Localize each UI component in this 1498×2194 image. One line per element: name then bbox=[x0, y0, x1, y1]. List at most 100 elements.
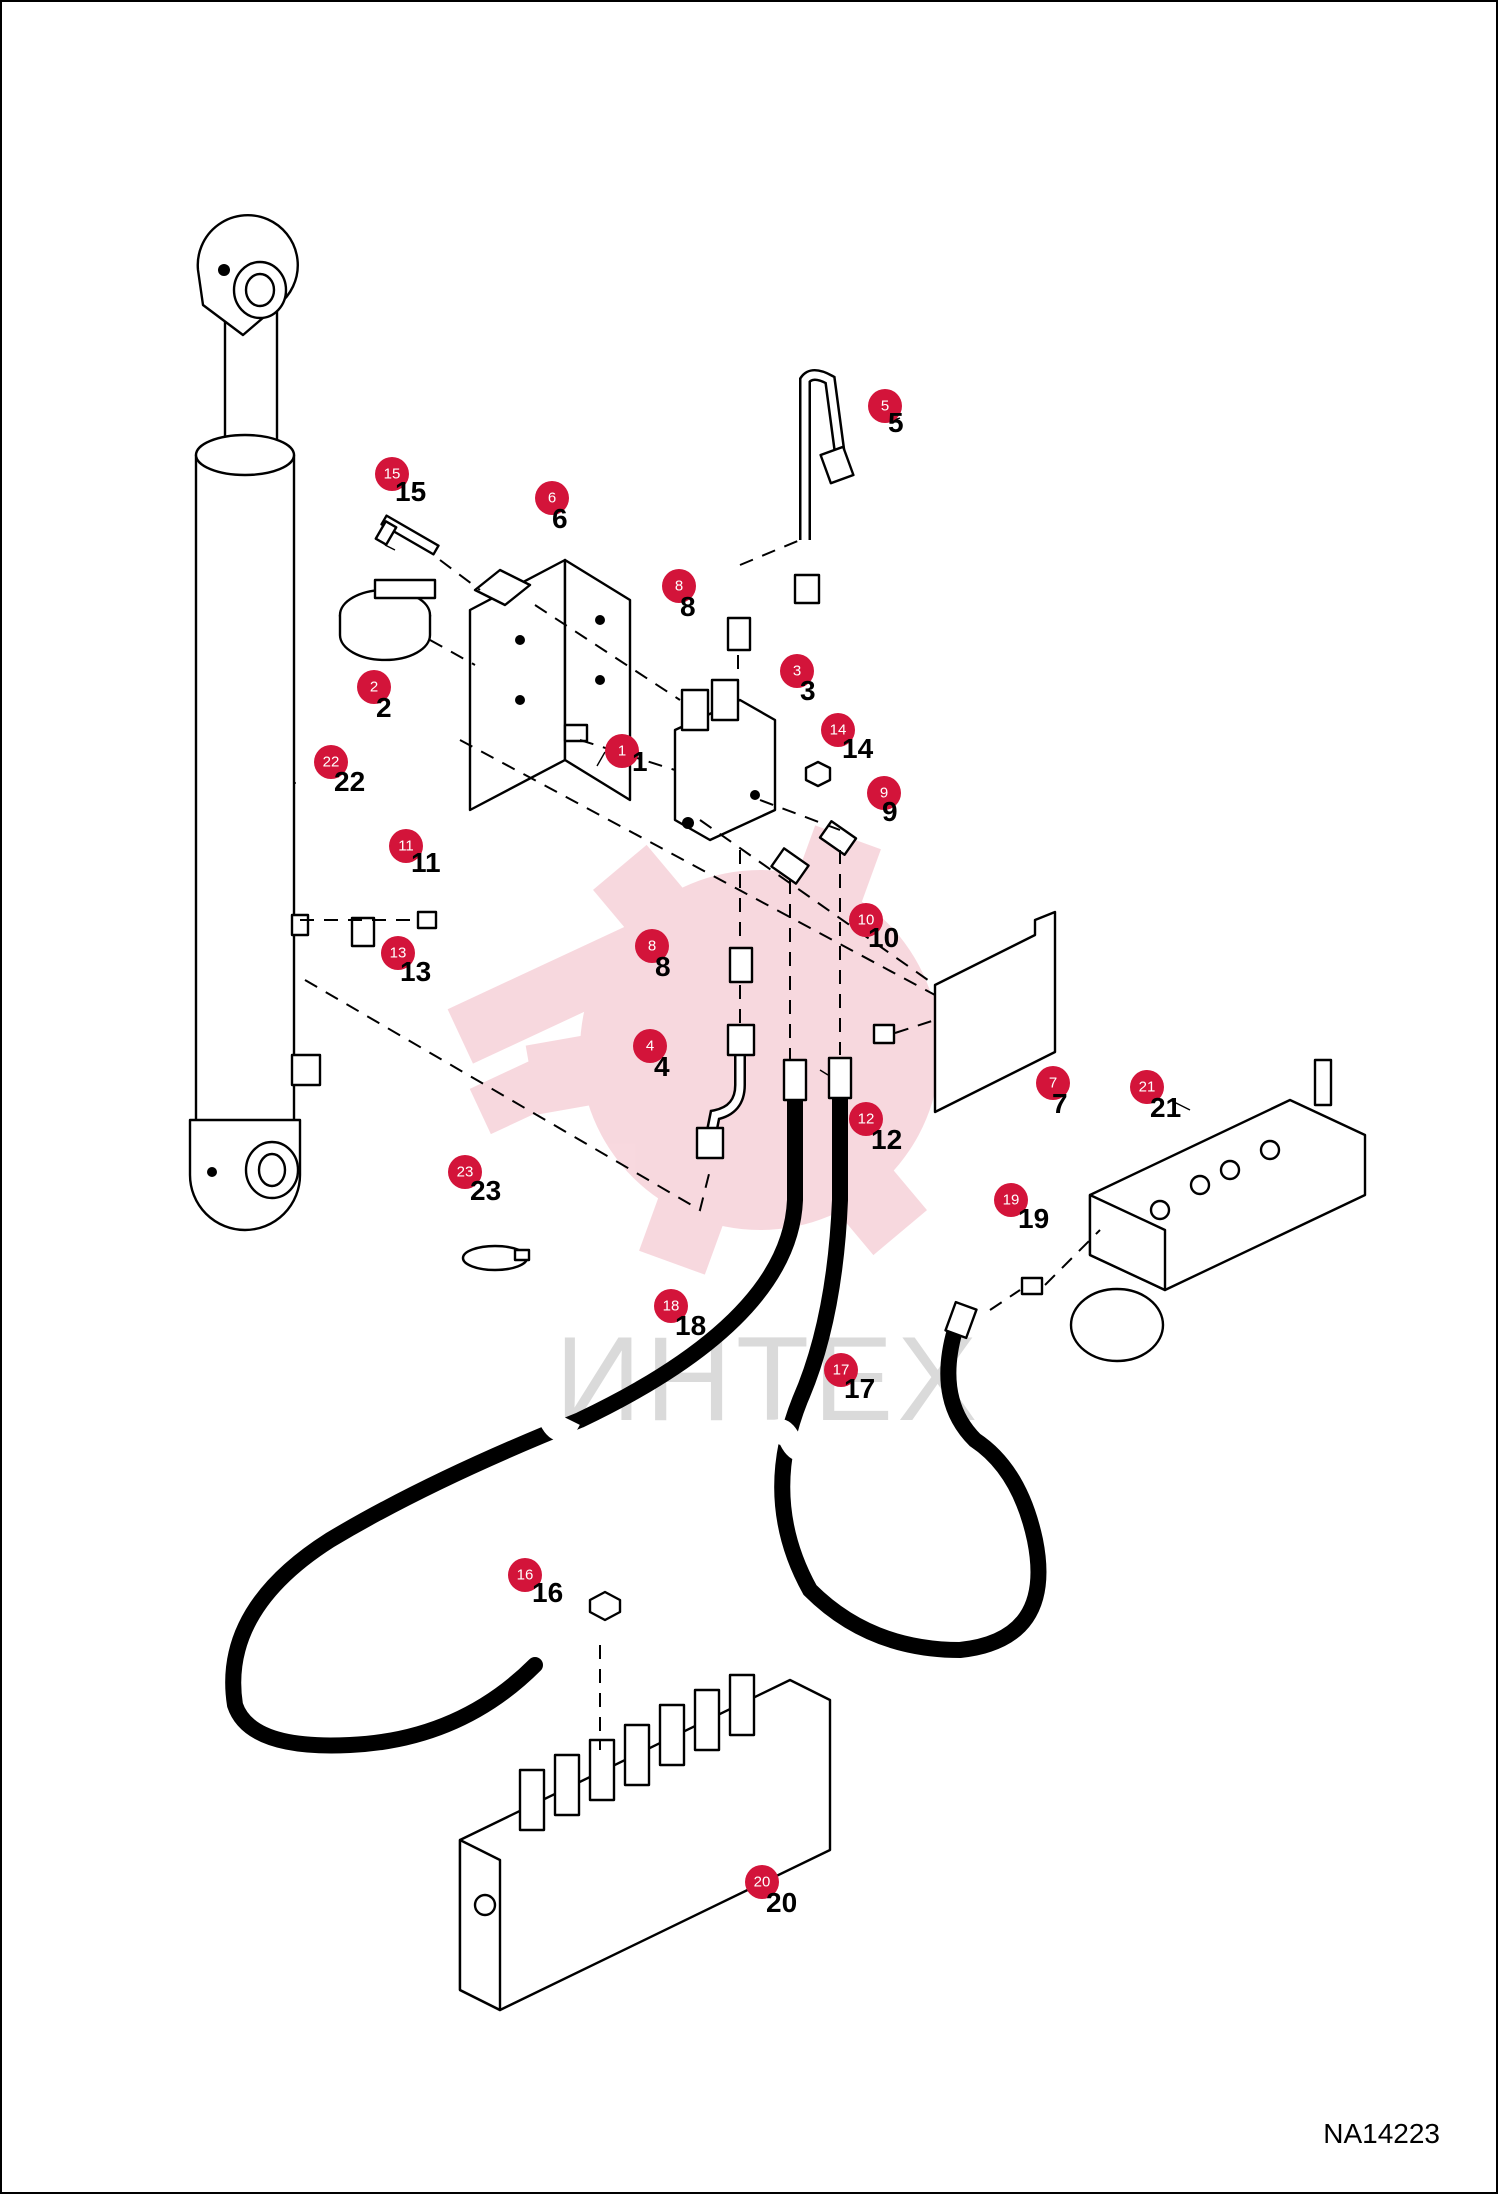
part-number-label-2: 2 bbox=[376, 692, 392, 723]
mounting-bracket bbox=[468, 558, 632, 812]
callout-circle-icon bbox=[535, 481, 569, 515]
bolt bbox=[374, 514, 440, 556]
callout-badge-2[interactable]: 2 bbox=[357, 670, 391, 704]
callout-badge-number: 19 bbox=[1003, 1192, 1020, 1209]
callout-circle-icon bbox=[633, 1029, 667, 1063]
callout-circle-icon bbox=[508, 1558, 542, 1592]
part-number-label-10: 10 bbox=[868, 922, 899, 953]
part-number-label-23: 23 bbox=[470, 1175, 501, 1206]
part-number-label-6: 6 bbox=[552, 503, 568, 534]
part-number-label-4: 4 bbox=[654, 1051, 670, 1082]
callout-badge-21[interactable]: 21 bbox=[1130, 1070, 1164, 1104]
callout-circle-icon bbox=[745, 1865, 779, 1899]
part-number-label-21: 21 bbox=[1150, 1092, 1181, 1123]
callout-badge-8[interactable]: 8 bbox=[635, 929, 669, 963]
callout-circle-icon bbox=[381, 936, 415, 970]
callout-circle-icon bbox=[1036, 1066, 1070, 1100]
watermark-text: ИНТЕХ bbox=[555, 1312, 981, 1446]
callout-circle-icon bbox=[375, 457, 409, 491]
callout-badge-15[interactable]: 15 bbox=[375, 457, 409, 491]
callout-circle-icon bbox=[867, 776, 901, 810]
callout-circle-icon bbox=[314, 745, 348, 779]
callout-badge-3[interactable]: 3 bbox=[780, 654, 814, 688]
callout-badge-11[interactable]: 11 bbox=[389, 829, 423, 863]
callout-badge-number: 2 bbox=[370, 679, 378, 696]
callout-badge-19[interactable]: 19 bbox=[994, 1183, 1028, 1217]
elbow-fitting-10 bbox=[770, 847, 810, 885]
callout-badge-number: 8 bbox=[675, 578, 683, 595]
part-number-label-18: 18 bbox=[675, 1310, 706, 1341]
fitting-13 bbox=[350, 916, 376, 948]
part-number-label-11: 11 bbox=[411, 847, 441, 878]
leader-lines bbox=[294, 417, 1191, 1111]
callout-badge-10[interactable]: 10 bbox=[849, 903, 883, 937]
callout-circle-icon bbox=[635, 929, 669, 963]
part-number-label-14: 14 bbox=[842, 733, 874, 764]
callout-badge-number: 16 bbox=[517, 1567, 534, 1584]
cover-plate bbox=[872, 910, 1057, 1114]
callout-badge-23[interactable]: 23 bbox=[448, 1155, 482, 1189]
fitting-8-lower bbox=[728, 946, 754, 984]
callout-circle-icon bbox=[389, 829, 423, 863]
callout-circle-icon bbox=[849, 903, 883, 937]
callout-badge-14[interactable]: 14 bbox=[821, 713, 855, 747]
pipe-4 bbox=[695, 1023, 756, 1160]
callout-badge-number: 3 bbox=[793, 663, 801, 680]
callout-circle-icon bbox=[824, 1353, 858, 1387]
part-number-label-20: 20 bbox=[766, 1887, 797, 1918]
control-valve-20 bbox=[458, 1590, 832, 2012]
callout-circle-icon bbox=[662, 569, 696, 603]
part-number-label-22: 22 bbox=[334, 766, 365, 797]
part-number-label-8: 8 bbox=[680, 591, 696, 622]
part-number-label-15: 15 bbox=[395, 476, 426, 507]
part-number-label-1: 1 bbox=[632, 746, 648, 777]
callout-badge-number: 15 bbox=[384, 466, 401, 483]
callout-badge-8[interactable]: 8 bbox=[662, 569, 696, 603]
callout-badge-12[interactable]: 12 bbox=[849, 1102, 883, 1136]
callout-badge-number: 12 bbox=[858, 1111, 875, 1128]
part-number-label-9: 9 bbox=[882, 796, 898, 827]
callout-circle-icon bbox=[849, 1102, 883, 1136]
pipe-5 bbox=[793, 369, 855, 605]
callout-badge-13[interactable]: 13 bbox=[381, 936, 415, 970]
callout-badge-number: 1 bbox=[618, 743, 626, 760]
callout-badge-18[interactable]: 18 bbox=[654, 1289, 688, 1323]
callout-badge-17[interactable]: 17 bbox=[824, 1353, 858, 1387]
callout-badge-7[interactable]: 7 bbox=[1036, 1066, 1070, 1100]
hydraulic-cylinder bbox=[188, 214, 322, 1232]
callout-badge-22[interactable]: 22 bbox=[314, 745, 348, 779]
hose-17 bbox=[774, 1056, 1047, 1659]
callout-badge-number: 4 bbox=[646, 1038, 654, 1055]
callout-badge-4[interactable]: 4 bbox=[633, 1029, 667, 1063]
part-number-label-17: 17 bbox=[844, 1373, 875, 1404]
hose-clamp bbox=[338, 578, 437, 662]
valve-manifold-21 bbox=[1020, 1058, 1367, 1363]
part-number-label-13: 13 bbox=[400, 956, 431, 987]
hose-18 bbox=[225, 1058, 808, 1754]
callout-badge-20[interactable]: 20 bbox=[745, 1865, 779, 1899]
callout-badge-number: 20 bbox=[754, 1874, 771, 1891]
callout-badge-number: 14 bbox=[830, 722, 847, 739]
part-number-label-19: 19 bbox=[1018, 1203, 1049, 1234]
watermark: ИНТЕХ bbox=[447, 825, 995, 1446]
valve-block bbox=[673, 678, 777, 842]
part-number-label-5: 5 bbox=[888, 407, 904, 438]
callout-badge-6[interactable]: 6 bbox=[535, 481, 569, 515]
callout-circle-icon bbox=[868, 389, 902, 423]
part-number-label-3: 3 bbox=[800, 675, 816, 706]
callout-badge-number: 9 bbox=[880, 785, 888, 802]
hose-break-marks bbox=[520, 1399, 820, 1461]
callout-badge-5[interactable]: 5 bbox=[868, 389, 902, 423]
nut-14 bbox=[804, 760, 832, 788]
callout-badge-number: 23 bbox=[457, 1164, 474, 1181]
callout-badge-number: 11 bbox=[398, 838, 414, 855]
callout-badge-number: 6 bbox=[548, 490, 556, 507]
part-number-label-8: 8 bbox=[655, 951, 671, 982]
callout-badge-16[interactable]: 16 bbox=[508, 1558, 542, 1592]
callout-badge-number: 5 bbox=[881, 398, 889, 415]
callout-badge-1[interactable]: 1 bbox=[605, 734, 639, 768]
callout-badge-9[interactable]: 9 bbox=[867, 776, 901, 810]
drawing-reference-code: NA14223 bbox=[1323, 2118, 1440, 2149]
callout-badge-number: 22 bbox=[323, 754, 340, 771]
callout-circle-icon bbox=[994, 1183, 1028, 1217]
